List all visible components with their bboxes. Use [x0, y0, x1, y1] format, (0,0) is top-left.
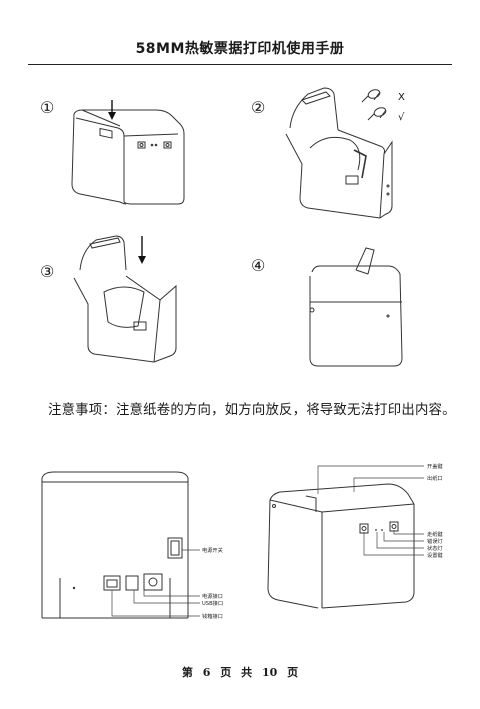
- step-4-printer-paper-out: [298, 246, 408, 376]
- footer-page-unit: 页: [220, 666, 232, 679]
- note-text: 注意事项：注意纸卷的方向，如方向放反，将导致无法打印出内容。: [48, 403, 456, 418]
- front-panel-drawing: [262, 470, 422, 610]
- step-2-printer-open: X √: [280, 78, 405, 218]
- step-1-number: ①: [40, 98, 55, 117]
- rear-panel-drawing: [40, 468, 190, 628]
- step-2-number: ②: [251, 98, 266, 117]
- step-1-printer-closed: [60, 100, 190, 210]
- page-title: 58MM热敏票据打印机使用手册: [135, 41, 345, 57]
- status-light-label: 状态灯: [427, 546, 443, 552]
- footer-total-unit: 页: [287, 666, 299, 679]
- paper-exit-label: 出纸口: [427, 476, 443, 482]
- cashbox-port-label: 钱箱接口: [202, 614, 223, 620]
- power-port-label: 电源接口: [202, 594, 223, 600]
- roll-wrong-mark: X: [398, 92, 405, 103]
- feed-button-label: 走纸键: [427, 532, 443, 538]
- footer-prefix: 第: [181, 666, 193, 679]
- roll-right-mark: √: [398, 112, 405, 123]
- step-4-number: ④: [251, 256, 266, 275]
- error-light-label: 错误灯: [427, 539, 443, 545]
- usb-port-label: USB接口: [202, 601, 224, 607]
- page-footer: 第 6 页 共 10 页: [0, 664, 480, 680]
- step-3-number: ③: [40, 262, 55, 281]
- footer-total-prefix: 共: [241, 666, 253, 679]
- open-cover-label: 开盖键: [427, 464, 443, 470]
- header-divider: [28, 64, 452, 65]
- footer-total-pages: 10: [261, 666, 278, 679]
- power-switch-label: 电源开关: [202, 548, 223, 554]
- step-3-printer-loading: [64, 230, 194, 370]
- footer-page-number: 6: [202, 666, 211, 679]
- settings-button-label: 设置键: [427, 553, 443, 559]
